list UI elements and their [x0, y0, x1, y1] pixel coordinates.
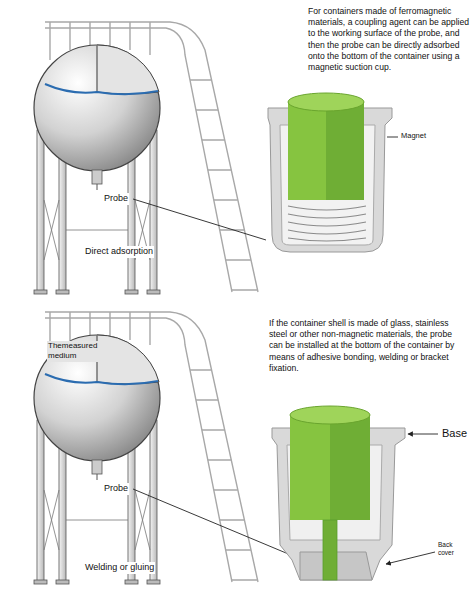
welded-probe-cutaway: [272, 406, 438, 580]
thread-lines: [288, 206, 366, 241]
probe-top: [290, 406, 370, 424]
leader-line: [387, 137, 398, 138]
probe-label: Probe: [103, 483, 129, 495]
part-label: Magnet: [400, 131, 427, 141]
spherical-tank: [34, 312, 258, 584]
caption-label: Welding or gluing: [84, 562, 155, 574]
magnetic-probe-cutaway: [268, 93, 398, 252]
leader-line: [133, 489, 298, 558]
caption-label: Direct adsorption: [84, 246, 154, 258]
probe-stem: [323, 520, 337, 580]
spherical-tank: [34, 22, 258, 294]
note-text: For containers made of ferromagnetic mat…: [307, 6, 471, 73]
note-text: If the container shell is made of glass,…: [268, 318, 466, 374]
medium-label: Themeasured medium: [47, 341, 105, 362]
probe-top: [288, 93, 364, 111]
leader-arrow: [408, 434, 438, 435]
probe-cut-face: [330, 415, 370, 520]
leader-line: [133, 199, 266, 240]
probe-label: Probe: [103, 193, 129, 205]
probe-cut-face: [326, 102, 364, 200]
probe-body: [288, 102, 364, 200]
part-label: Base: [441, 426, 468, 440]
part-label: Back cover: [437, 541, 469, 558]
probe-body: [290, 415, 370, 520]
leader-arrow: [386, 552, 435, 564]
